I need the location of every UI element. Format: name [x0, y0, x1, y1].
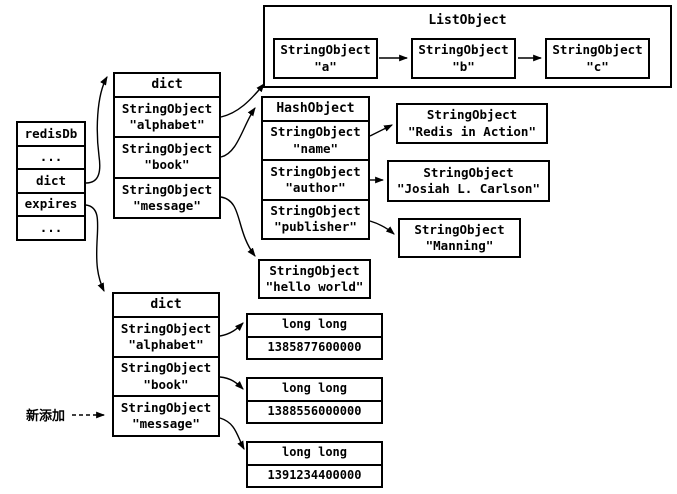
- list-item-b: StringObject "b": [411, 38, 516, 79]
- connector-book-to-long2: [219, 376, 244, 390]
- dict-top-entry-book: StringObject "book": [115, 136, 219, 176]
- dict-bottom-entry-message: StringObject "message": [114, 395, 218, 435]
- redisdb-struct: redisDb ... dict expires ...: [16, 121, 86, 241]
- hash-value-manning: StringObject "Manning": [398, 218, 521, 258]
- object-value: "Manning": [425, 238, 494, 253]
- expire-long-3: long long 1391234400000: [246, 441, 383, 488]
- object-value: "alphabet": [129, 117, 205, 133]
- object-type: StringObject: [121, 181, 213, 197]
- object-type: StringObject: [423, 164, 514, 180]
- object-value: "publisher": [274, 219, 357, 235]
- object-value: "Redis in Action": [408, 123, 536, 139]
- object-type: StringObject: [121, 141, 213, 157]
- dict-bottom-title: dict: [150, 296, 182, 312]
- expire-timestamp: 1385877600000: [248, 335, 381, 359]
- hash-field-publisher: StringObject "publisher": [263, 198, 368, 238]
- hash-object-title: HashObject: [276, 100, 355, 116]
- list-item-a: StringObject "a": [273, 38, 378, 79]
- connector-alphabet-to-listobject: [220, 83, 265, 118]
- connector-message-to-hello-world: [220, 196, 256, 257]
- long-long-type: long long: [281, 445, 348, 460]
- dict-top-entry-message: StringObject "message": [115, 176, 219, 217]
- object-value: "author": [285, 179, 346, 195]
- newly-added-label: 新添加: [26, 409, 66, 424]
- connector-book-to-hashobject: [220, 107, 256, 158]
- expire-long-1: long long 1385877600000: [246, 313, 383, 360]
- dict-top: dict StringObject "alphabet" StringObjec…: [113, 72, 221, 219]
- expire-timestamp: 1388556000000: [248, 399, 381, 423]
- list-item-c: StringObject "c": [545, 38, 650, 79]
- redisdb-row-ellipsis-2: ...: [18, 215, 84, 239]
- object-value: "book": [143, 376, 189, 392]
- hash-object: HashObject StringObject "name" StringObj…: [261, 96, 370, 240]
- object-value: "book": [144, 157, 190, 173]
- object-type: StringObject: [121, 100, 213, 116]
- connector-alphabet-to-long1: [219, 322, 244, 337]
- redisdb-row-ellipsis-1: ...: [18, 144, 84, 169]
- object-type: StringObject: [426, 107, 518, 123]
- object-type: StringObject: [418, 42, 509, 58]
- connector-name-to-redis-in-action: [369, 124, 394, 137]
- dict-bottom-entry-book: StringObject "book": [114, 355, 218, 396]
- hash-field-name: StringObject "name": [263, 120, 368, 159]
- object-type: StringObject: [269, 262, 360, 278]
- dict-bottom-entry-alphabet: StringObject "alphabet": [114, 316, 218, 356]
- string-hello-world: StringObject "hello world": [258, 259, 371, 299]
- redisdb-row-title: redisDb: [24, 125, 78, 141]
- object-value: "c": [586, 58, 609, 74]
- object-type: StringObject: [280, 42, 371, 58]
- dict-top-title: dict: [151, 76, 183, 92]
- redisdb-row-dict: dict: [18, 168, 84, 192]
- dict-top-entry-alphabet: StringObject "alphabet": [115, 96, 219, 136]
- object-value: "Josiah L. Carlson": [397, 181, 540, 196]
- object-value: "hello world": [265, 279, 364, 294]
- object-type: StringObject: [120, 360, 212, 376]
- object-type: StringObject: [270, 124, 361, 140]
- object-value: "message": [132, 416, 200, 432]
- dict-bottom: dict StringObject "alphabet" StringObjec…: [112, 292, 220, 437]
- expire-timestamp: 1391234400000: [248, 463, 381, 487]
- object-value: "message": [133, 197, 201, 213]
- object-value: "alphabet": [128, 336, 204, 352]
- hash-value-redis-in-action: StringObject "Redis in Action": [396, 103, 548, 144]
- object-type: StringObject: [270, 203, 361, 219]
- object-type: StringObject: [552, 42, 643, 58]
- hash-field-author: StringObject "author": [263, 159, 368, 198]
- long-long-type: long long: [281, 317, 348, 332]
- list-object-title: ListObject: [428, 12, 507, 28]
- object-type: StringObject: [270, 163, 361, 179]
- connector-message-to-long3: [219, 417, 245, 450]
- connector-expires-to-bottom-dict: [85, 204, 105, 293]
- redisdb-row-expires: expires: [18, 191, 84, 216]
- hash-value-josiah-l-carlson: StringObject "Josiah L. Carlson": [387, 160, 550, 202]
- object-value: "name": [292, 140, 339, 156]
- long-long-type: long long: [281, 381, 348, 396]
- expire-long-2: long long 1388556000000: [246, 377, 383, 424]
- object-type: StringObject: [120, 320, 212, 336]
- object-value: "a": [314, 58, 337, 74]
- connector-publisher-to-manning: [369, 220, 395, 235]
- object-type: StringObject: [120, 399, 212, 415]
- object-value: "b": [452, 58, 475, 74]
- object-type: StringObject: [414, 221, 505, 237]
- connector-dict-to-top-dict: [85, 76, 108, 184]
